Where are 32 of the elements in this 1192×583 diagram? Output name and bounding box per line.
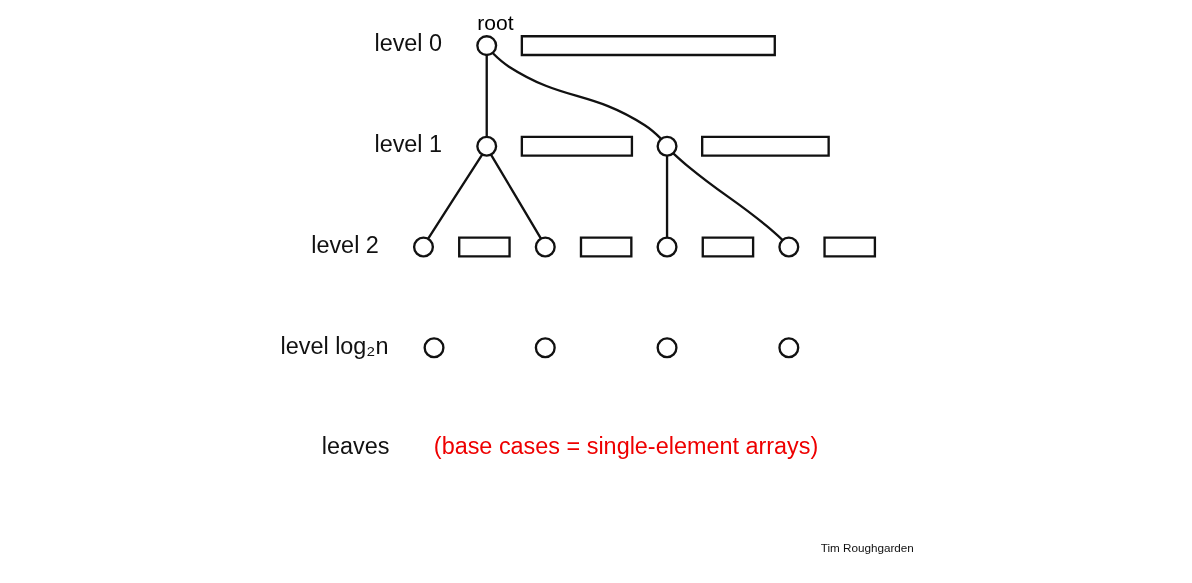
connector <box>665 155 668 238</box>
node-circle <box>534 337 556 359</box>
label: leaves <box>321 433 389 460</box>
node-circle <box>656 337 678 359</box>
label: level 0 <box>373 30 442 57</box>
node-bar <box>579 236 632 258</box>
label: (base cases = single-element arrays) <box>433 433 818 460</box>
node-circle <box>475 35 497 57</box>
connector <box>672 152 783 241</box>
node-circle <box>656 135 678 157</box>
connector <box>426 153 483 239</box>
node-circle <box>423 337 445 359</box>
connector <box>489 154 542 239</box>
node-circle <box>777 236 799 258</box>
node-circle <box>534 236 556 258</box>
connector <box>485 55 488 137</box>
node-circle <box>777 337 799 359</box>
label: level 2 <box>310 231 379 258</box>
label: Tim Roughgarden <box>820 541 914 555</box>
node-bar <box>520 135 633 157</box>
node-bar <box>822 236 876 258</box>
node-circle <box>475 135 497 157</box>
node-bar <box>700 135 830 157</box>
node-bar <box>701 236 754 258</box>
node-circle <box>656 236 678 258</box>
node-bar <box>457 236 511 258</box>
connector <box>491 52 662 140</box>
label: level 1 <box>373 131 442 158</box>
node-bar <box>520 35 776 57</box>
label: level log₂n <box>280 332 388 359</box>
node-label: root <box>476 10 514 34</box>
node-circle <box>412 236 434 258</box>
